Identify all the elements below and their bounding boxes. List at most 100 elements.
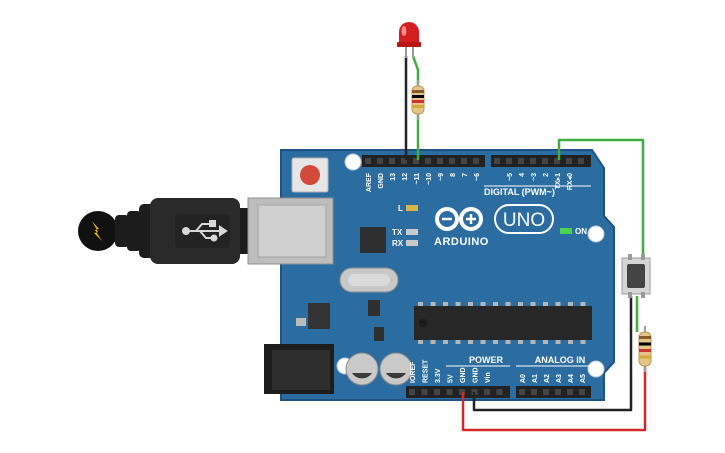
l-led	[406, 205, 418, 211]
resistor-band	[639, 336, 651, 339]
button-leg-4	[641, 292, 645, 298]
chip-pin	[455, 340, 461, 344]
header-socket[interactable]	[567, 389, 573, 395]
header-socket[interactable]	[449, 158, 455, 164]
on-led	[560, 228, 572, 234]
push-button[interactable]	[621, 254, 651, 298]
header-socket[interactable]	[437, 158, 443, 164]
chip-pin	[530, 302, 536, 306]
on-led-label: ON	[575, 227, 587, 236]
red-led[interactable]	[397, 22, 421, 58]
digital-pin-label: ~5	[507, 173, 514, 181]
header-socket[interactable]	[421, 389, 428, 395]
resistor-band	[639, 342, 651, 346]
model-label: UNO	[503, 210, 545, 231]
digital-pin-label: 13	[390, 173, 397, 181]
transistor	[374, 327, 384, 341]
header-socket[interactable]	[566, 158, 572, 164]
header-socket[interactable]	[554, 158, 560, 164]
usb-socket-inner	[257, 204, 327, 258]
usb-cable-end-cap	[78, 211, 118, 251]
digital-pin-label: ~6	[474, 173, 481, 181]
header-socket[interactable]	[413, 158, 419, 164]
chip-pin	[430, 302, 436, 306]
header-socket[interactable]	[519, 389, 525, 395]
header-socket[interactable]	[542, 158, 548, 164]
digital-header-label: DIGITAL (PWM~)	[484, 187, 555, 197]
header-socket[interactable]	[518, 158, 524, 164]
tx-led	[406, 229, 418, 235]
small-chip	[368, 300, 380, 316]
power-header-label: POWER	[469, 355, 504, 365]
atmega-chip	[414, 302, 592, 344]
resistor-right[interactable]	[638, 326, 652, 372]
led-highlight	[401, 26, 407, 36]
pin-label: A3	[556, 374, 563, 383]
pin-label: A0	[520, 374, 527, 383]
header-socket[interactable]	[506, 158, 512, 164]
led-rim	[397, 42, 421, 47]
header-socket[interactable]	[365, 158, 371, 164]
header-socket[interactable]	[377, 158, 383, 164]
analog-header-label: ANALOG IN	[535, 355, 586, 365]
header-socket[interactable]	[578, 158, 584, 164]
header-socket[interactable]	[543, 389, 549, 395]
header-socket[interactable]	[473, 158, 479, 164]
chip-pin	[580, 340, 586, 344]
header-socket[interactable]	[494, 158, 500, 164]
header-socket[interactable]	[401, 158, 407, 164]
header-socket[interactable]	[425, 158, 431, 164]
header-socket[interactable]	[461, 158, 467, 164]
header-socket[interactable]	[579, 389, 585, 395]
header-socket[interactable]	[496, 389, 503, 395]
header-socket[interactable]	[446, 389, 453, 395]
digital-pin-label: 12	[402, 173, 409, 181]
chip-pin	[493, 340, 498, 344]
rx-led	[406, 240, 418, 246]
digital-pin-label: GND	[378, 173, 385, 189]
voltage-regulator	[308, 303, 330, 329]
chip-pin	[530, 340, 536, 344]
resistor-band	[412, 100, 424, 103]
digital-pin-label: ~9	[438, 173, 445, 181]
wire-button-gnd[interactable]	[472, 296, 633, 412]
header-socket[interactable]	[389, 158, 395, 164]
header-socket[interactable]	[484, 389, 490, 395]
resistor-band	[412, 105, 424, 108]
digital-pin-label: RX◂0	[567, 173, 574, 190]
pin-label: 3.3V	[435, 368, 442, 383]
button-leg-2	[641, 254, 645, 260]
header-socket[interactable]	[434, 389, 440, 395]
capacitor-2	[379, 352, 413, 386]
header-socket[interactable]	[409, 389, 415, 395]
crystal-oscillator-top	[348, 274, 390, 286]
header-socket[interactable]	[530, 158, 536, 164]
chip-pin	[493, 302, 498, 306]
pin-label: GND	[460, 367, 467, 383]
wire-5v[interactable]	[461, 366, 647, 432]
header-socket[interactable]	[555, 389, 561, 395]
pin-label: Vin	[485, 372, 492, 383]
digital-pin-label: AREF	[366, 172, 373, 192]
digital-pin-label: 4	[519, 173, 526, 177]
chip-pin	[430, 340, 436, 344]
wire-pin2-button[interactable]	[557, 138, 645, 256]
usb-cable[interactable]	[78, 198, 256, 264]
rx-led-label: RX	[392, 239, 404, 248]
usb-icon	[182, 220, 228, 242]
button-cap[interactable]	[627, 264, 645, 288]
digital-pin-label: ~11	[414, 173, 421, 185]
usb-strain-relief-1	[115, 215, 129, 247]
reset-button[interactable]	[300, 165, 320, 185]
button-leg-1	[628, 254, 632, 260]
digital-pin-label: TX▸1	[555, 173, 562, 189]
resistor-top[interactable]	[411, 80, 425, 120]
chip-pin	[543, 302, 548, 306]
chip-pin	[468, 340, 473, 344]
header-socket[interactable]	[531, 389, 537, 395]
usb-strain-relief-2	[127, 211, 141, 251]
chip-pin	[418, 302, 423, 306]
tx-led-label: TX	[392, 228, 403, 237]
